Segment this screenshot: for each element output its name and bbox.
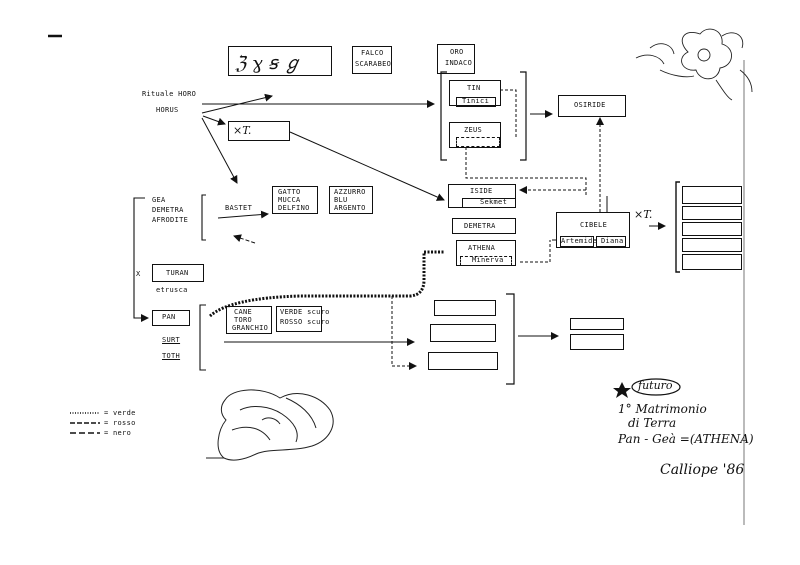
signature: Calliope '86 bbox=[660, 462, 745, 478]
granchio-label: GRANCHIO bbox=[232, 324, 269, 332]
xt-left-label: ×T. bbox=[233, 124, 252, 137]
xt-box: ×T. bbox=[228, 121, 290, 141]
scarabeo-label: SCARABEO bbox=[355, 60, 392, 68]
delfino-label: DELFINO bbox=[278, 204, 310, 212]
horus-label: HORUS bbox=[156, 106, 179, 114]
legend-verde: = verde bbox=[104, 409, 136, 417]
lower-box-3 bbox=[428, 352, 498, 370]
arrow-horus-bastet bbox=[201, 117, 238, 184]
osiride-box bbox=[558, 95, 626, 117]
sekmet-label: Sekmet bbox=[480, 198, 508, 206]
glyph-text: ℨ ɣ ꞩ ℊ bbox=[235, 53, 302, 74]
azzurro-label: AZZURRO bbox=[334, 188, 366, 196]
artemide-label: Artemide bbox=[561, 237, 598, 245]
minerva-label: Minerva bbox=[472, 256, 504, 264]
arrow-horus-xt bbox=[202, 115, 226, 126]
etrusca-label: etrusca bbox=[156, 286, 188, 294]
verde-scuro-label: VERDE scuro bbox=[280, 308, 330, 316]
tin-label: TIN bbox=[467, 84, 481, 92]
pan-box bbox=[152, 310, 190, 326]
oro-box bbox=[437, 44, 475, 74]
chain-pan-athena bbox=[208, 250, 444, 318]
x-mark: X bbox=[136, 270, 141, 278]
turan-label: TURAN bbox=[166, 269, 189, 277]
indaco-label: INDACO bbox=[445, 59, 473, 67]
gatto-box bbox=[272, 186, 318, 214]
diana-box bbox=[596, 236, 626, 247]
oro-label: ORO bbox=[450, 48, 464, 56]
glyph-box: ℨ ɣ ꞩ ℊ bbox=[228, 46, 332, 76]
cane-box bbox=[226, 306, 272, 334]
athena-label: ATHENA bbox=[468, 244, 496, 252]
lower-box-1 bbox=[434, 300, 496, 316]
diana-label: Diana bbox=[601, 237, 624, 245]
lower-box-2 bbox=[430, 324, 496, 342]
iside-label: ISIDE bbox=[470, 187, 493, 195]
arrow-xt-iside bbox=[289, 131, 445, 201]
osiride-label: OSIRIDE bbox=[574, 101, 606, 109]
verde-box bbox=[276, 306, 322, 332]
zeus-box bbox=[449, 122, 501, 148]
minerva-box bbox=[460, 256, 512, 266]
legend-nero: = nero bbox=[104, 429, 132, 437]
toro-label: TORO bbox=[234, 316, 253, 324]
shell-drawing bbox=[206, 389, 334, 461]
right-box-3 bbox=[682, 222, 742, 236]
right-box-1 bbox=[682, 186, 742, 204]
matrimonio-line-2: di Terra bbox=[628, 416, 677, 430]
blu-label: BLU bbox=[334, 196, 348, 204]
matrimonio-line-3: Pan - Geà =(ATHENA) bbox=[618, 432, 754, 446]
bastet-label: BASTET bbox=[225, 204, 253, 212]
tinici-label: Tinici bbox=[462, 97, 490, 105]
demetra-right-box bbox=[452, 218, 516, 234]
gatto-label: GATTO bbox=[278, 188, 301, 196]
cibele-label: CIBELE bbox=[580, 221, 608, 229]
zeus-label: ZEUS bbox=[464, 126, 483, 134]
xt-right-label: ×T. bbox=[634, 208, 653, 221]
falco-label: FALCO bbox=[361, 49, 384, 57]
tin-box bbox=[449, 80, 501, 106]
cibele-box bbox=[556, 212, 630, 248]
sekmet-box bbox=[462, 198, 516, 208]
afrodite-label: AFRODITE bbox=[152, 216, 189, 224]
falco-box bbox=[352, 46, 392, 74]
rosso-scuro-label: ROSSO scuro bbox=[280, 318, 330, 326]
matrimonio-line-1: 1° Matrimonio bbox=[618, 402, 707, 416]
zeus-sub-box bbox=[456, 137, 500, 147]
artemide-box bbox=[560, 236, 594, 247]
right-box-5 bbox=[682, 254, 742, 270]
turan-box bbox=[152, 264, 204, 282]
argento-label: ARGENTO bbox=[334, 204, 366, 212]
legend-rosso: = rosso bbox=[104, 419, 136, 427]
futuro-oval bbox=[631, 378, 681, 396]
demetra-right-label: DEMETRA bbox=[464, 222, 496, 230]
mucca-label: MUCCA bbox=[278, 196, 301, 204]
pair-box-1 bbox=[570, 318, 624, 330]
right-box-4 bbox=[682, 238, 742, 252]
star-icon bbox=[613, 382, 631, 398]
rituale-label: Rituale HORO bbox=[142, 90, 197, 98]
demetra-left-label: DEMETRA bbox=[152, 206, 184, 214]
flower-drawing bbox=[635, 28, 753, 101]
toth-label: TOTH bbox=[162, 352, 181, 360]
pan-label: PAN bbox=[162, 313, 176, 321]
futuro-label: futuro bbox=[638, 379, 673, 392]
arrow-horus-falco bbox=[201, 93, 273, 114]
right-box-2 bbox=[682, 206, 742, 220]
pair-box-2 bbox=[570, 334, 624, 350]
surt-label: SURT bbox=[162, 336, 181, 344]
gea-label: GEA bbox=[152, 196, 166, 204]
tinici-box bbox=[456, 97, 496, 107]
cane-label: CANE bbox=[234, 308, 253, 316]
azzurro-box bbox=[329, 186, 373, 214]
